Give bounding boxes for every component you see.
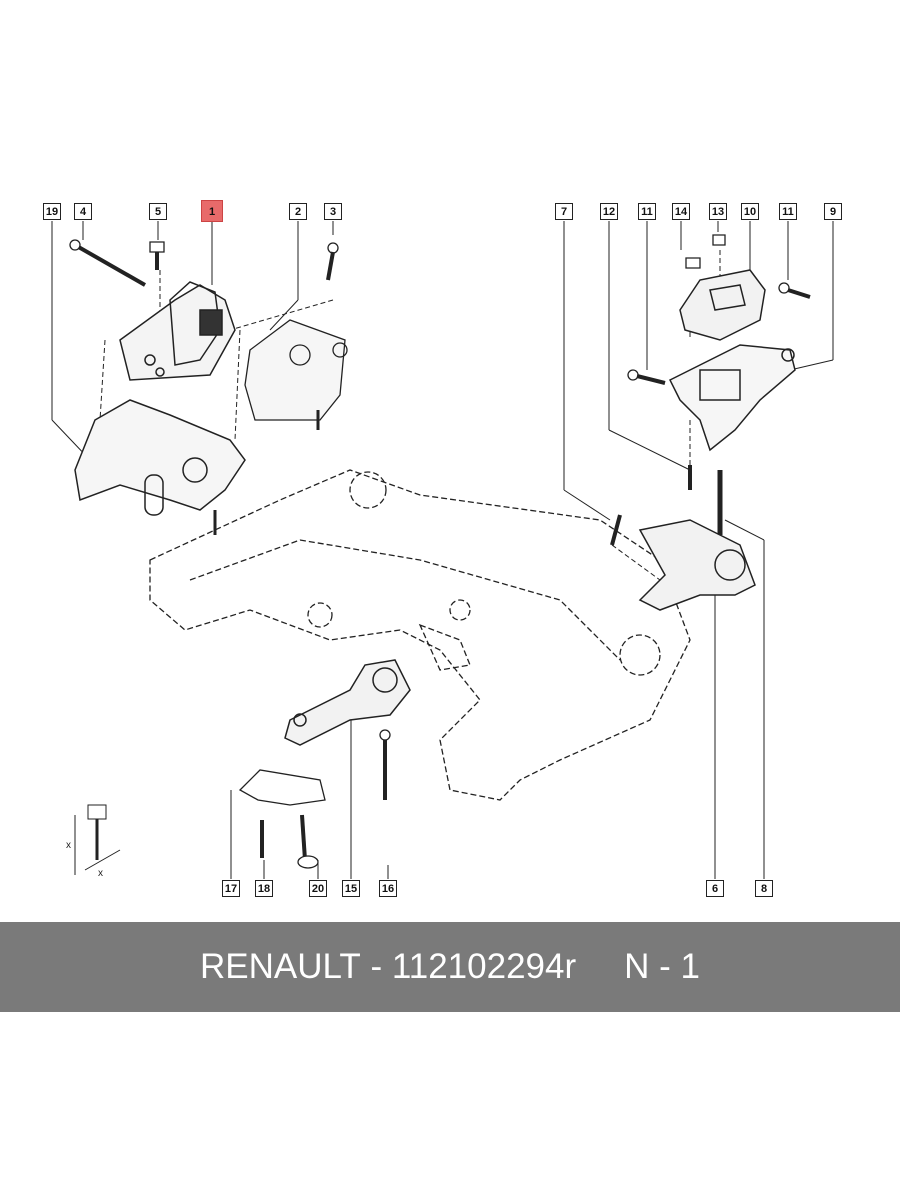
leader-lines [51,221,834,879]
part-number-banner: RENAULT - 112102294r N - 1 [0,922,900,1012]
callout-17: 17 [222,880,240,897]
callout-2: 2 [289,203,307,220]
callout-3: 3 [324,203,342,220]
callout-18: 18 [255,880,273,897]
callout-11-right: 11 [779,203,797,220]
bracket-17 [238,769,326,806]
bracket-9 [668,344,796,452]
bolt-5 [149,241,165,270]
part-number: 112102294r [391,947,577,986]
callout-4: 4 [74,203,92,220]
callout-20: 20 [309,880,327,897]
bolt-7 [610,514,622,546]
callout-11: 11 [638,203,656,220]
callout-16: 16 [379,880,397,897]
callout-10: 10 [741,203,759,220]
callout-5: 5 [149,203,167,220]
callout-7: 7 [555,203,573,220]
callout-9: 9 [824,203,842,220]
bolt-3 [326,242,339,281]
callout-19: 19 [43,203,61,220]
bracket-19 [74,399,246,535]
bolt-20 [297,814,319,869]
callout-1-highlighted: 1 [201,200,223,222]
mount-10 [679,269,766,341]
bracket-2 [244,319,348,430]
callout-6: 6 [706,880,724,897]
dimension-label-x: x [66,840,71,851]
torque-rod-15 [284,659,411,746]
parts-drawing: x x [51,221,834,879]
position-code: N - 1 [624,947,700,986]
callout-14: 14 [672,203,690,220]
exploded-parts-diagram: x x [51,221,834,879]
nut-14 [685,257,701,269]
dimension-label-x-2: x [98,868,103,879]
bolt-11-right [778,282,811,299]
brand-name: RENAULT [200,947,361,986]
callout-15: 15 [342,880,360,897]
bolt-4 [69,239,146,287]
bolt-16 [379,729,391,800]
separator: - [360,947,392,986]
subframe [149,469,691,801]
callout-13: 13 [709,203,727,220]
nut-13 [712,234,726,246]
callout-8: 8 [755,880,773,897]
bracket-6 [638,519,756,611]
bolt-11-left [627,369,666,385]
engine-mount-part-1 [119,281,236,381]
callout-12: 12 [600,203,618,220]
bolt-dimension-icon [74,804,121,875]
